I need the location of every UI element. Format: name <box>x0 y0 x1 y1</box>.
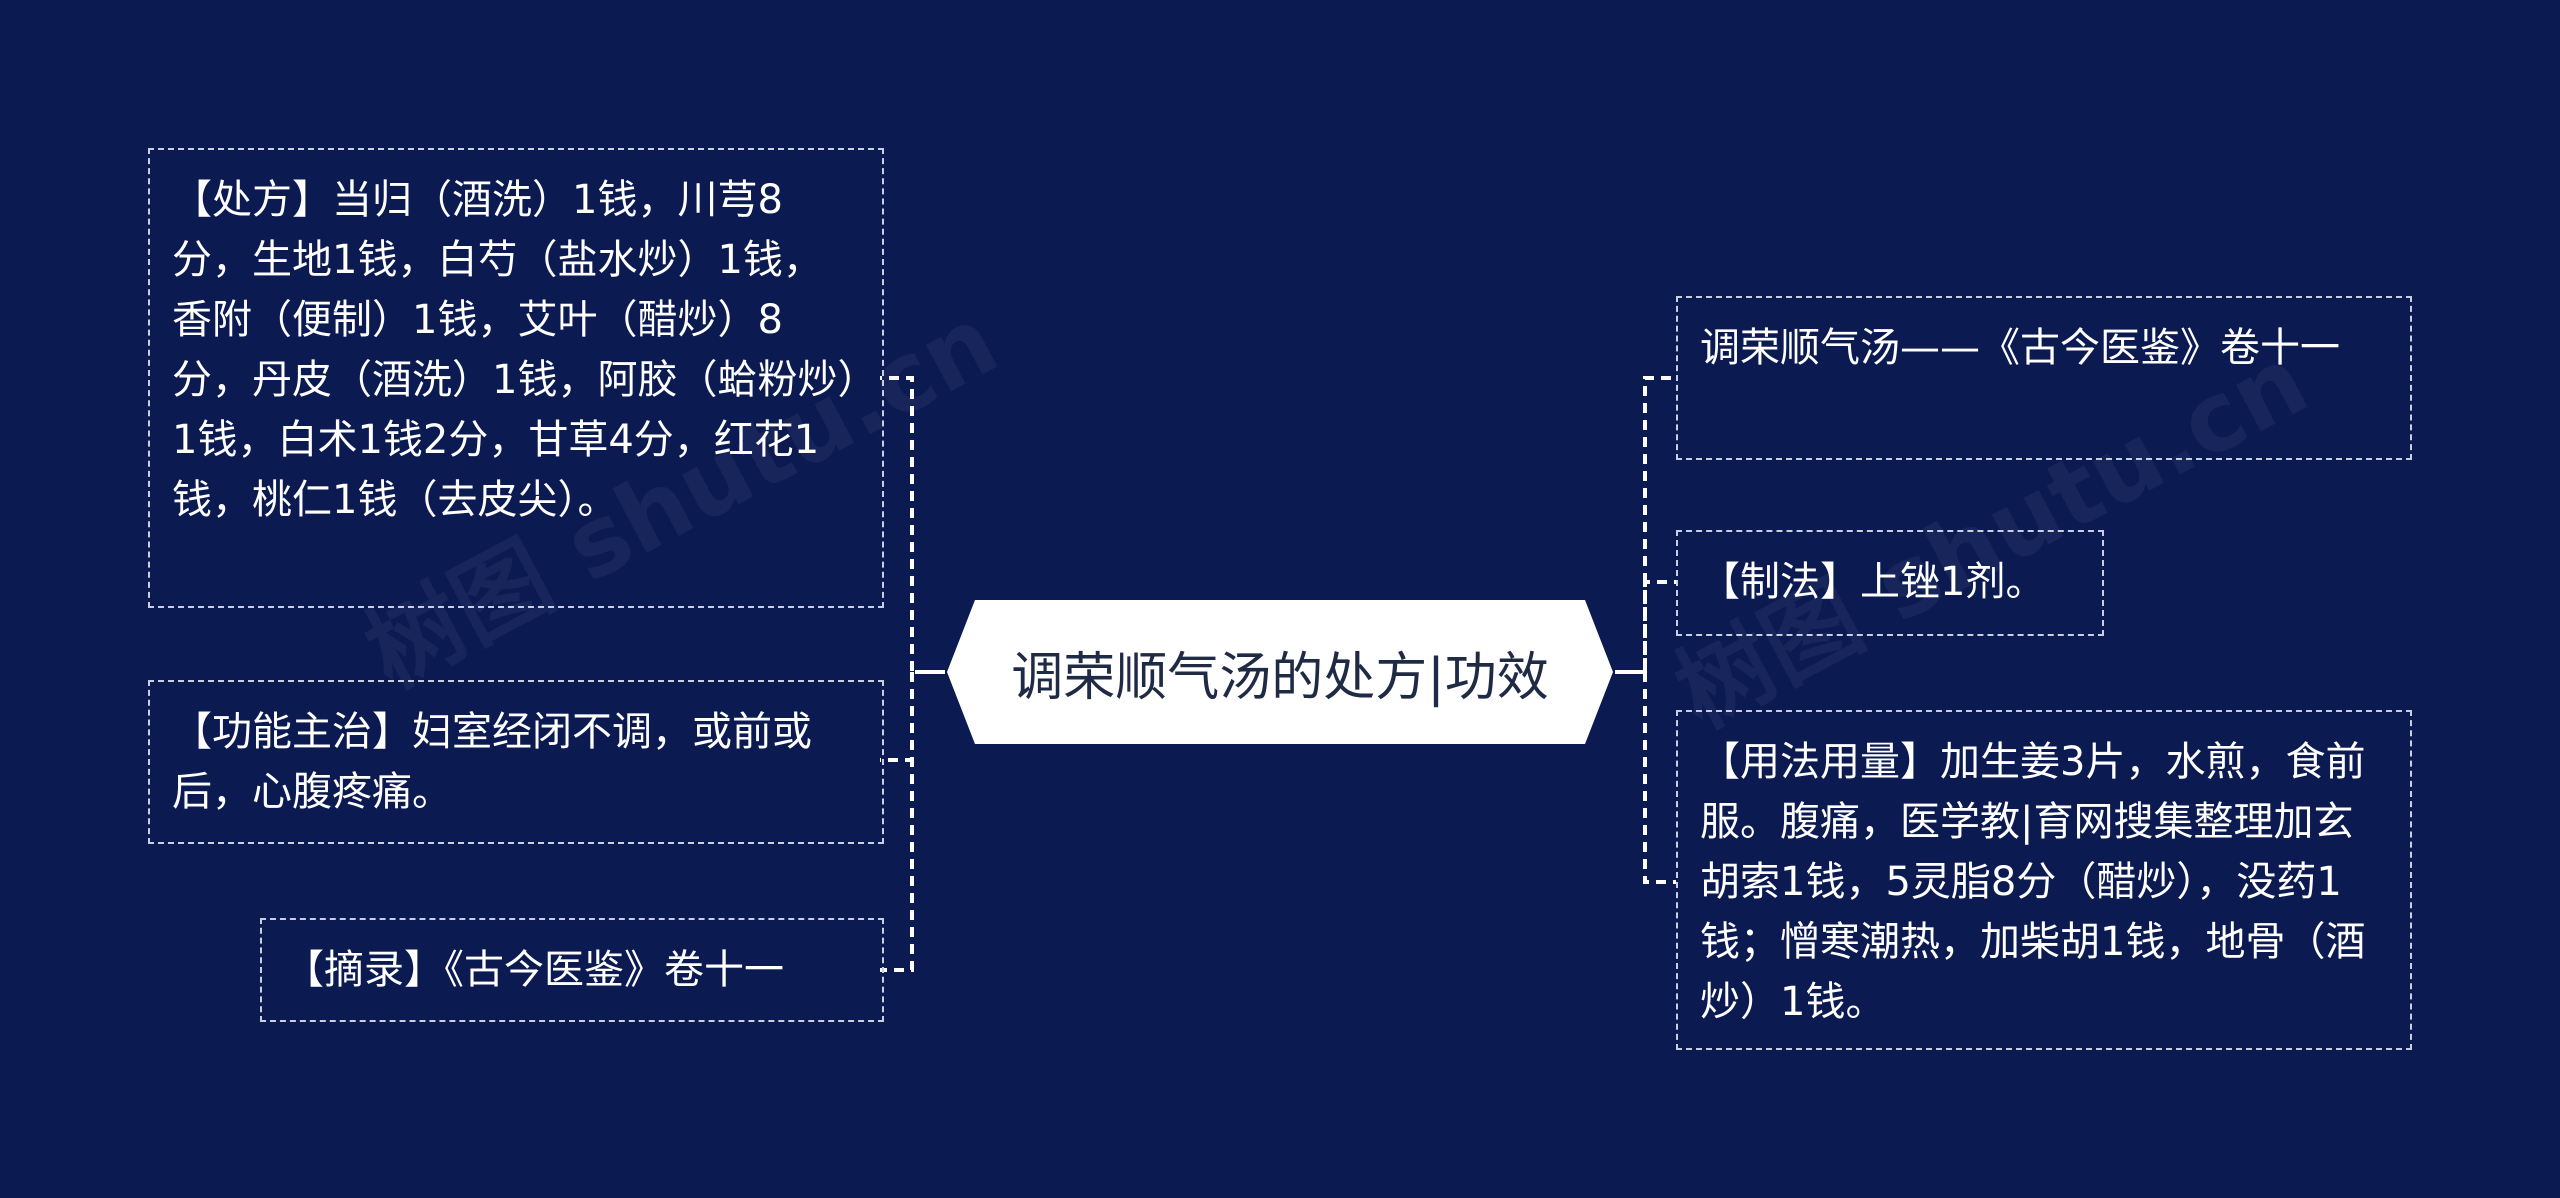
node-function-text: 【功能主治】妇室经闭不调，或前或后，心腹疼痛。 <box>172 709 812 815</box>
node-excerpt[interactable]: 【摘录】《古今医鉴》卷十一 <box>260 918 884 1022</box>
node-preparation-text: 【制法】上锉1剂。 <box>1700 559 2046 605</box>
node-usage[interactable]: 【用法用量】加生姜3片，水煎，食前服。腹痛，医学教|育网搜集整理加玄胡索1钱，5… <box>1676 710 2412 1050</box>
node-function[interactable]: 【功能主治】妇室经闭不调，或前或后，心腹疼痛。 <box>148 680 884 844</box>
node-excerpt-text: 【摘录】《古今医鉴》卷十一 <box>284 947 784 993</box>
node-usage-text: 【用法用量】加生姜3片，水煎，食前服。腹痛，医学教|育网搜集整理加玄胡索1钱，5… <box>1700 739 2366 1025</box>
central-topic-shape <box>947 600 1613 744</box>
connector-right-trunk <box>1615 376 1676 674</box>
node-prescription-text: 【处方】当归（酒洗）1钱，川芎8分，生地1钱，白芍（盐水炒）1钱，香附（便制）1… <box>172 177 858 523</box>
connector-left-trunk <box>880 376 945 674</box>
node-source[interactable]: 调荣顺气汤——《古今医鉴》卷十一 <box>1676 296 2412 460</box>
node-preparation[interactable]: 【制法】上锉1剂。 <box>1676 530 2104 636</box>
connector-left-excerpt <box>880 672 914 972</box>
node-source-text: 调荣顺气汤——《古今医鉴》卷十一 <box>1700 325 2340 371</box>
central-topic-label: 调荣顺气汤的处方|功效 <box>1011 647 1549 708</box>
node-prescription[interactable]: 【处方】当归（酒洗）1钱，川芎8分，生地1钱，白芍（盐水炒）1钱，香附（便制）1… <box>148 148 884 608</box>
central-topic[interactable]: 调荣顺气汤的处方|功效 <box>945 598 1615 746</box>
connector-right-preparation <box>1643 580 1676 672</box>
connector-left-function <box>880 672 914 762</box>
connector-right-usage <box>1643 672 1676 884</box>
